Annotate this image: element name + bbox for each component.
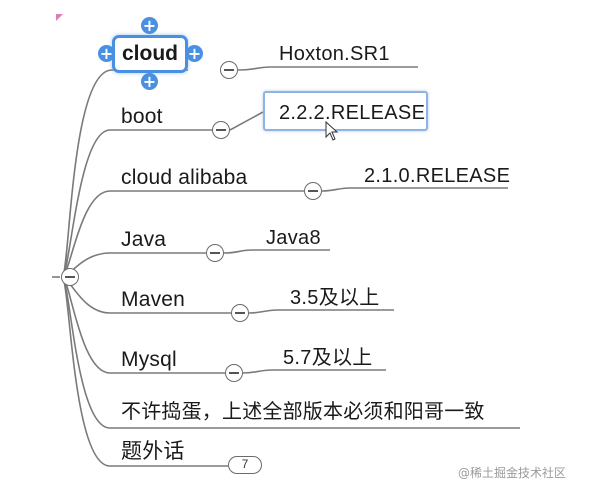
collapse-toggle-cloud[interactable] bbox=[220, 61, 238, 79]
add-child-below-handle-icon[interactable]: + bbox=[141, 72, 158, 91]
child-line-mysql bbox=[242, 369, 386, 374]
add-right-handle-icon[interactable]: + bbox=[186, 44, 203, 63]
node-maven[interactable]: Maven bbox=[121, 288, 186, 311]
node-value: 2.2.2.RELEASE bbox=[279, 102, 426, 124]
node-value[interactable]: 5.7及以上 bbox=[283, 347, 373, 369]
node-cloud[interactable]: cloud bbox=[112, 35, 188, 73]
collapse-toggle-cloud-alibaba[interactable] bbox=[304, 182, 322, 200]
add-parent-handle-icon[interactable]: + bbox=[141, 16, 158, 35]
branch-java bbox=[61, 252, 206, 278]
node-value[interactable]: 3.5及以上 bbox=[290, 287, 380, 309]
node-extra[interactable]: 题外话 bbox=[121, 440, 185, 463]
collapse-toggle-maven[interactable] bbox=[231, 304, 249, 322]
collapsed-count-badge[interactable]: 7 bbox=[228, 456, 262, 474]
corner-mark bbox=[56, 14, 63, 21]
child-line-cloud bbox=[237, 66, 418, 71]
node-label: cloud bbox=[122, 42, 178, 65]
child-line-cloud-alibaba bbox=[321, 187, 508, 192]
child-line-maven bbox=[248, 309, 394, 314]
branch-boot bbox=[61, 129, 212, 278]
node-value[interactable]: Java8 bbox=[266, 227, 321, 249]
node-cloud-alibaba[interactable]: cloud alibaba bbox=[121, 166, 248, 189]
child-line-boot bbox=[229, 111, 264, 131]
root-collapse-toggle[interactable] bbox=[61, 268, 79, 286]
branch-cloud bbox=[61, 69, 188, 278]
add-left-handle-icon[interactable]: + bbox=[98, 44, 115, 63]
collapse-toggle-java[interactable] bbox=[206, 244, 224, 262]
collapse-toggle-mysql[interactable] bbox=[225, 364, 243, 382]
node-boot[interactable]: boot bbox=[121, 105, 163, 128]
mouse-cursor-icon bbox=[325, 121, 339, 141]
node-mysql[interactable]: Mysql bbox=[121, 348, 177, 371]
collapse-toggle-boot[interactable] bbox=[212, 121, 230, 139]
node-java[interactable]: Java bbox=[121, 228, 167, 251]
node-value[interactable]: Hoxton.SR1 bbox=[279, 43, 390, 65]
watermark: @稀土掘金技术社区 bbox=[458, 466, 567, 480]
child-line-java bbox=[223, 249, 330, 254]
branch-extra bbox=[61, 276, 228, 467]
node-edit-field[interactable]: 2.2.2.RELEASE bbox=[263, 91, 428, 131]
node-note[interactable]: 不许捣蛋，上述全部版本必须和阳哥一致 bbox=[121, 401, 485, 423]
node-value[interactable]: 2.1.0.RELEASE bbox=[364, 165, 511, 187]
